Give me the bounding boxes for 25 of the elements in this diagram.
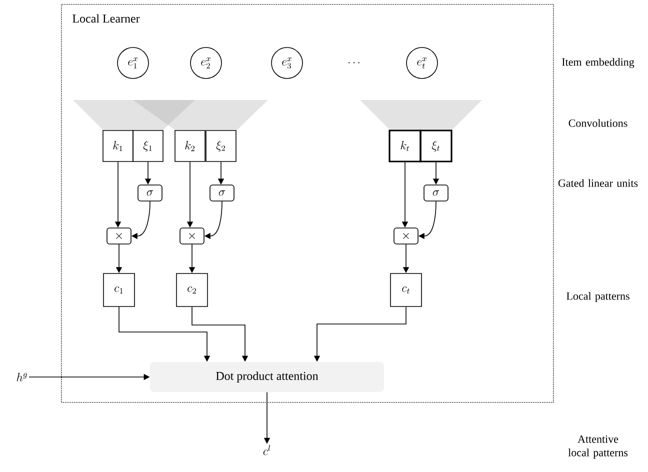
kernel-cell: $k_2$ (174, 130, 206, 162)
frame-title: Local Learner (72, 14, 140, 23)
ellipsis: $\cdots$ (348, 62, 360, 64)
attention-box: Dot product attention (150, 362, 384, 392)
row-label: Local patterns (566, 292, 630, 302)
row-label: Item embedding (562, 58, 634, 68)
pattern-box: $c_2$ (176, 273, 208, 307)
gate-box: $\times$ (106, 228, 132, 244)
gate-box: $\sigma$ (424, 184, 448, 202)
row-label: Gated linear units (558, 179, 638, 187)
kernel-cell: $k_1$ (102, 130, 134, 162)
kernel-cell: $\xi_1$ (132, 130, 164, 162)
row-label: Convolutions (568, 119, 628, 127)
kernel-cell: $k_t$ (388, 130, 422, 162)
gate-box: $\times$ (394, 228, 418, 244)
math-symbol: $h^g$ (16, 372, 27, 382)
pattern-box: $c_1$ (103, 273, 135, 307)
pattern-box: $c_t$ (390, 273, 422, 307)
gate-box: $\sigma$ (138, 184, 162, 202)
kernel-cell: $\xi_2$ (206, 130, 236, 162)
gate-box: $\times$ (180, 228, 204, 244)
kernel-cell: $\xi_t$ (420, 130, 452, 162)
gate-box: $\sigma$ (210, 184, 234, 202)
row-label: Attentive local patterns (568, 435, 628, 459)
math-symbol: $c^l$ (263, 445, 270, 456)
